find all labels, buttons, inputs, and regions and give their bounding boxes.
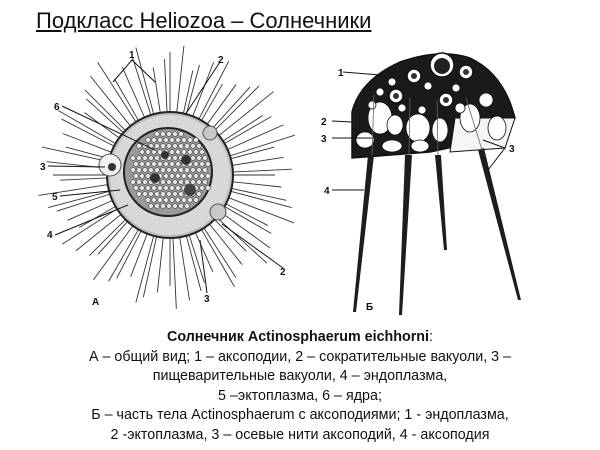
fig-a-label-5: 5 bbox=[52, 192, 58, 203]
figure-a-heliozoan: 1 2 6 3 5 4 2 3 А bbox=[38, 45, 295, 309]
caption-line-2: пищеварительные вакуоли, 4 – эндоплазма, bbox=[152, 368, 448, 385]
fig-a-letter: А bbox=[92, 297, 99, 308]
caption-line-4: Б – часть тела Actinosphaerum с аксоподи… bbox=[91, 407, 509, 424]
caption-heading-colon: : bbox=[429, 329, 433, 345]
fig-a-label-6: 6 bbox=[54, 102, 60, 113]
fig-b-label-2: 2 bbox=[321, 117, 327, 128]
caption-line-1: А – общий вид; 1 – аксоподии, 2 – сократ… bbox=[88, 348, 512, 365]
figure-b-axopodia-section: 1 2 3 3 4 Б bbox=[321, 52, 521, 315]
fig-a-label-3-bottom: 3 bbox=[204, 294, 210, 305]
fig-b-letter: Б bbox=[366, 302, 373, 313]
fig-a-label-3-left: 3 bbox=[40, 162, 46, 173]
illustrations: 1 2 6 3 5 4 2 3 А bbox=[38, 45, 521, 315]
fig-b-label-1: 1 bbox=[338, 68, 344, 79]
fig-b-label-4: 4 bbox=[324, 186, 330, 197]
fig-a-label-2-top: 2 bbox=[218, 55, 224, 66]
fig-a-label-2-bottom: 2 bbox=[280, 267, 286, 278]
slide-title: Подкласс Heliozoa – Солнечники bbox=[36, 8, 372, 33]
caption-heading: Солнечник Actinosphaerum eichhorni bbox=[167, 329, 429, 345]
caption-line-5: 2 -эктоплазма, 3 – осевые нити аксоподий… bbox=[110, 426, 490, 443]
fig-a-label-4: 4 bbox=[47, 230, 53, 241]
caption-line-3: 5 –эктоплазма, 6 – ядра; bbox=[218, 387, 382, 404]
fig-b-label-3-left: 3 bbox=[321, 134, 327, 145]
figure-caption: Солнечник Actinosphaerum eichhorni: А – … bbox=[0, 328, 600, 446]
fig-a-label-1: 1 bbox=[129, 50, 135, 61]
fig-b-label-3-right: 3 bbox=[509, 144, 515, 155]
